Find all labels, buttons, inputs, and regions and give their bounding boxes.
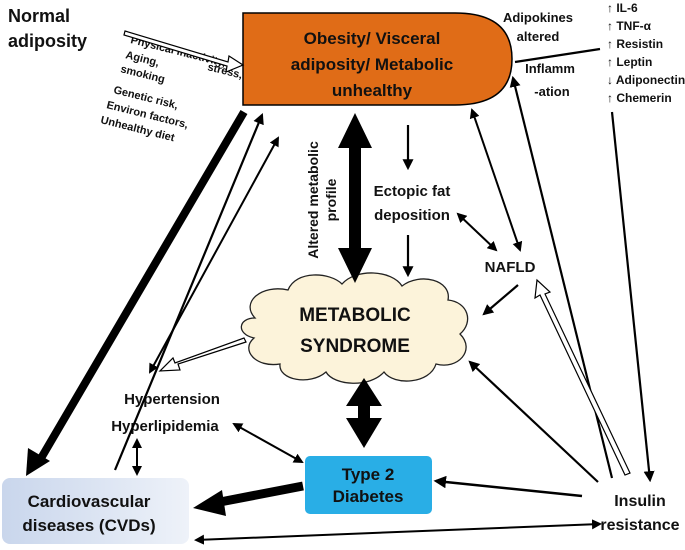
type2-diabetes-text-1: Type 2 [342, 465, 395, 484]
arrow-markers-to-insulin [610, 111, 655, 483]
arrow-hyperlipidemia-diabetes [232, 423, 304, 463]
type2-diabetes-text-2: Diabetes [333, 487, 404, 506]
arrowhead-metsyn-diabetes-up [346, 378, 382, 406]
marker-1: ↑ IL-6 [607, 1, 638, 15]
arrow-hypertension-obesity [149, 136, 279, 374]
marker-2: ↑ TNF-α [607, 19, 652, 33]
obesity-box [242, 12, 513, 106]
altered-metabolic-profile-1: Altered metabolic [305, 141, 321, 259]
arrowhead-metsyn-diabetes-down [346, 418, 382, 448]
arrow-obesity-to-markers [514, 47, 601, 64]
marker-list: ↑ IL-6 ↑ TNF-α ↑ Resistin ↑ Leptin ↓ Adi… [607, 1, 685, 105]
arrow-insulin-to-metsyn [468, 360, 599, 483]
arrow-obesity-metsyn-shaft [349, 140, 361, 258]
arrow-normal-to-obesity [123, 30, 245, 73]
arrow-ectopic-nafld [456, 212, 498, 252]
arrow-insulin-to-inflammation [509, 75, 614, 479]
arrowhead-obesity-metsyn-up [338, 113, 372, 148]
arrow-obesity-nafld [469, 108, 523, 252]
arrow-insulin-to-nafld [534, 278, 631, 476]
insulin-resistance-2: resistance [600, 517, 679, 534]
nafld-label: NAFLD [485, 259, 536, 276]
metabolic-syndrome-text-1: METABOLIC [299, 305, 411, 326]
marker-3: ↑ Resistin [607, 37, 663, 51]
inflammation-2: -ation [534, 84, 569, 99]
hypertension-label: Hypertension [124, 391, 220, 408]
adipokines-2: altered [517, 29, 560, 44]
cvd-box [2, 478, 189, 544]
obesity-text-2: adiposity/ Metabolic [291, 55, 453, 74]
arrow-cvd-insulin [194, 519, 602, 545]
arrowhead-diabetes-to-cvd [193, 490, 226, 516]
insulin-resistance-1: Insulin [614, 493, 666, 510]
arrowhead-obesity-to-cvd [26, 448, 50, 476]
arrow-metsyn-to-hypertension [158, 337, 247, 372]
altered-metabolic-profile-2: profile [323, 178, 339, 221]
arrow-nafld-to-metsyn [482, 284, 519, 316]
ectopic-fat-1: Ectopic fat [374, 183, 451, 200]
normal-adiposity-1: Normal [8, 6, 70, 26]
adipokines-1: Adipokines [503, 10, 573, 25]
hyperlipidemia-label: Hyperlipidemia [111, 418, 219, 435]
cvd-text-2: diseases (CVDs) [22, 516, 155, 535]
normal-adiposity-2: adiposity [8, 31, 87, 51]
arrowhead-obesity-metsyn-down [338, 248, 372, 283]
obesity-text-3: unhealthy [332, 81, 413, 100]
ectopic-fat-2: deposition [374, 207, 450, 224]
marker-5: ↓ Adiponectin [607, 73, 685, 87]
metabolic-syndrome-text-2: SYNDROME [300, 336, 410, 357]
type2-diabetes-box [305, 456, 432, 514]
inflammation-1: Inflamm [525, 61, 575, 76]
obesity-text-1: Obesity/ Visceral [304, 29, 441, 48]
marker-6: ↑ Chemerin [607, 91, 672, 105]
risk-factor-4: smoking [119, 63, 166, 86]
metabolic-syndrome-cloud [240, 272, 469, 384]
risk-factors: Physical inactivity, stress, Aging, smok… [99, 34, 243, 144]
cvd-text-1: Cardiovascular [28, 492, 151, 511]
marker-4: ↑ Leptin [607, 55, 652, 69]
arrow-diabetes-to-cvd [219, 481, 304, 507]
arrow-insulin-to-diabetes [433, 475, 583, 498]
